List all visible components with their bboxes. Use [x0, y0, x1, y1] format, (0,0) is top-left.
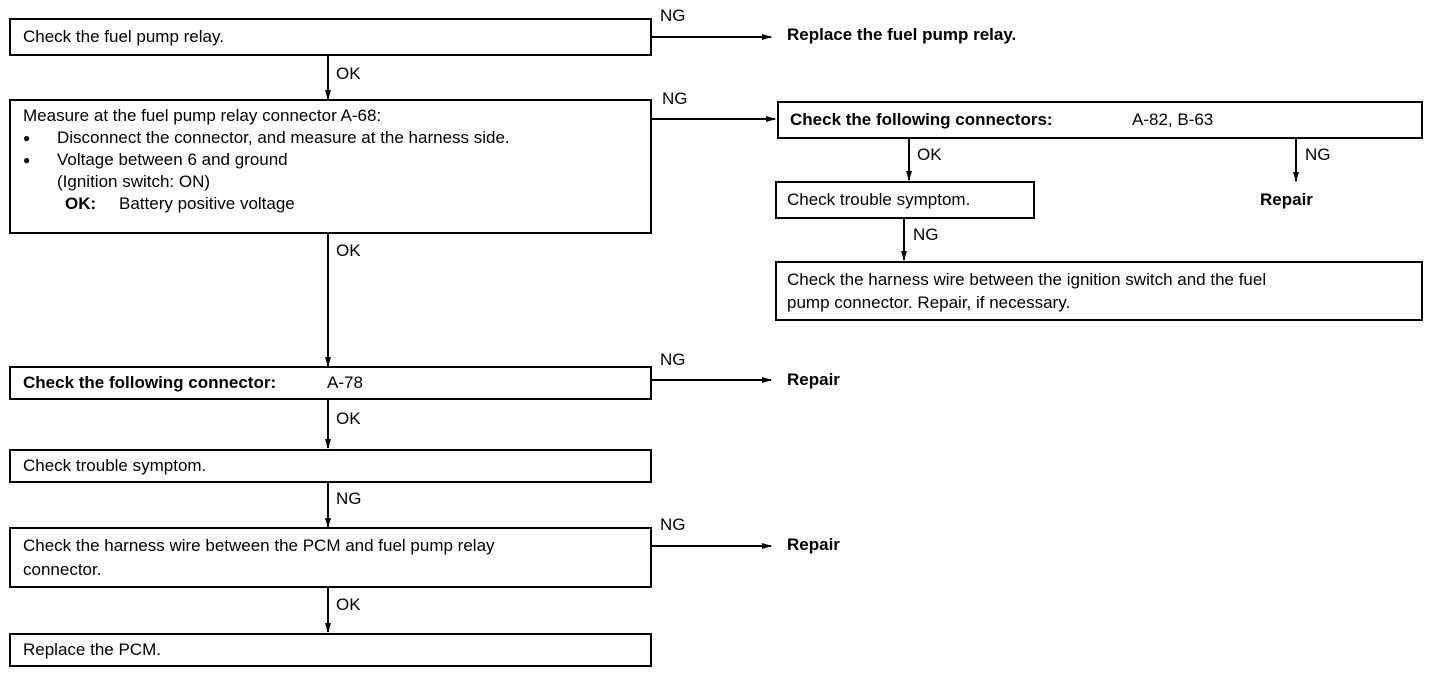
measure-bullet-1: ●: [23, 131, 31, 145]
connectors-ab-value: A-82, B-63: [1132, 110, 1214, 129]
replace-pcm-text: Replace the PCM.: [23, 640, 161, 659]
label-ok-a78: OK: [336, 409, 361, 428]
connector-a78-label: Check the following connector:: [23, 373, 277, 392]
label-ok-measure: OK: [336, 241, 361, 260]
step-measure-relay-connector: Measure at the fuel pump relay connector…: [9, 99, 652, 234]
measure-ok-key: OK:: [65, 194, 97, 213]
connector-a78-value: A-78: [327, 373, 363, 392]
step-trouble-symptom-right: Check trouble symptom.: [775, 181, 1035, 219]
label-ng-measure: NG: [662, 89, 688, 108]
label-ng-trouble-right: NG: [913, 225, 939, 244]
measure-line-1: Measure at the fuel pump relay connector…: [23, 106, 382, 125]
harness-pcm-line-1: Check the harness wire between the PCM a…: [23, 536, 495, 555]
trouble-left-text: Check trouble symptom.: [23, 456, 207, 475]
harness-ign-line-2: pump connector. Repair, if necessary.: [787, 293, 1071, 312]
step-repair-right: Repair: [1260, 190, 1313, 209]
label-ng-a78: NG: [660, 350, 686, 369]
label-ng-trouble-left: NG: [336, 489, 362, 508]
measure-bullet-2: ●: [23, 153, 31, 167]
measure-line-3: Voltage between 6 and ground: [57, 150, 288, 169]
trouble-right-text: Check trouble symptom.: [787, 190, 971, 209]
harness-pcm-line-2: connector.: [23, 560, 102, 579]
label-ok-relay: OK: [336, 64, 361, 83]
label-ng-harness-pcm: NG: [660, 515, 686, 534]
step-harness-pcm-relay: Check the harness wire between the PCM a…: [9, 527, 652, 588]
label-ok-connectors: OK: [917, 145, 942, 164]
step-repair-pcm: Repair: [787, 535, 840, 554]
label-ng-connectors: NG: [1305, 145, 1331, 164]
harness-ign-line-1: Check the harness wire between the ignit…: [787, 270, 1267, 289]
measure-line-4: (Ignition switch: ON): [57, 172, 211, 191]
step-harness-ignition-fuel-pump: Check the harness wire between the ignit…: [775, 261, 1423, 321]
label-ng-relay: NG: [660, 6, 686, 25]
measure-ok-value: Battery positive voltage: [119, 194, 295, 213]
label-ok-harness-pcm: OK: [336, 595, 361, 614]
measure-line-2: Disconnect the connector, and measure at…: [57, 128, 510, 147]
connectors-ab-label: Check the following connectors:: [790, 110, 1053, 129]
step-check-relay: Check the fuel pump relay.: [9, 18, 652, 56]
step-check-connectors-a82-b63: Check the following connectors: A-82, B-…: [777, 101, 1423, 139]
step-check-relay-text: Check the fuel pump relay.: [23, 27, 224, 46]
step-replace-relay: Replace the fuel pump relay.: [787, 25, 1017, 44]
step-repair-a78: Repair: [787, 370, 840, 389]
step-replace-pcm: Replace the PCM.: [9, 633, 652, 667]
step-trouble-symptom-left: Check trouble symptom.: [9, 449, 652, 483]
step-check-connector-a78: Check the following connector: A-78: [9, 366, 652, 400]
